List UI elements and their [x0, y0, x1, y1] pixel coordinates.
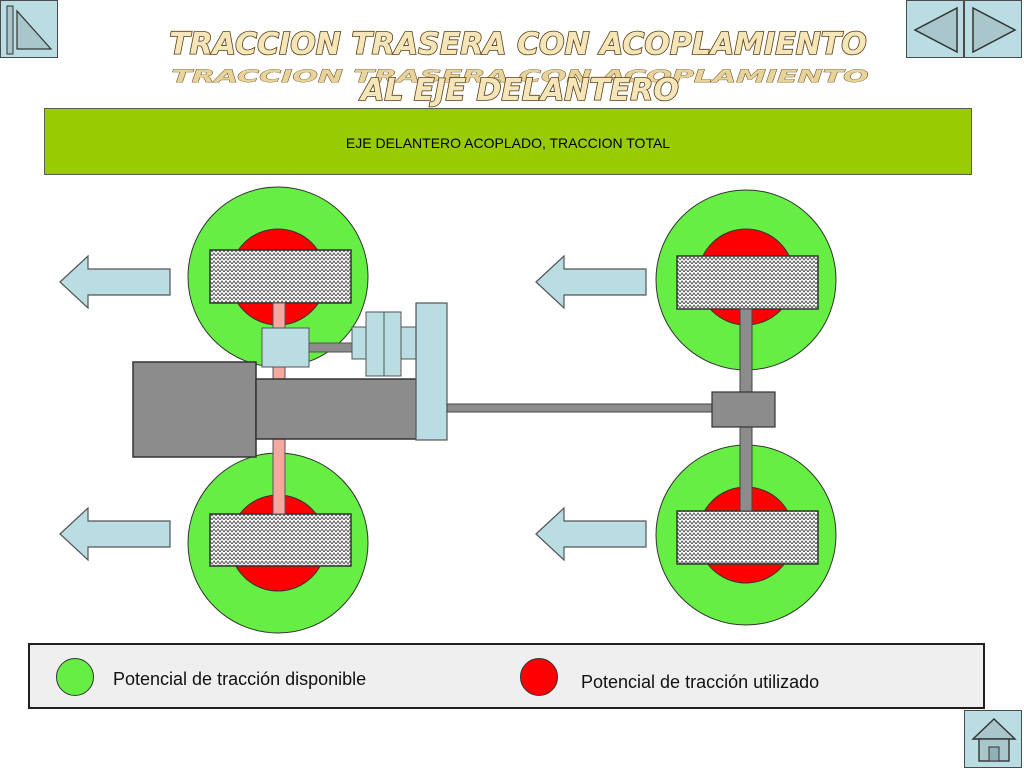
driveshaft — [446, 403, 713, 413]
wheel-rear-right — [187, 452, 369, 634]
arrow-left-icon — [59, 254, 171, 310]
legend: Potencial de tracción disponible Potenci… — [28, 643, 985, 709]
title-line2: AL EJE DELANTERO — [359, 73, 679, 108]
arrow-left-icon — [59, 506, 171, 562]
status-banner: EJE DELANTERO ACOPLADO, TRACCION TOTAL — [44, 108, 972, 175]
used-traction-label: Potencial de tracción utilizado — [581, 672, 820, 692]
drivetrain-diagram — [59, 186, 837, 634]
first-slide-icon — [6, 5, 53, 55]
banner-text: EJE DELANTERO ACOPLADO, TRACCION TOTAL — [345, 135, 671, 151]
rear-differential — [261, 311, 417, 377]
title-line1: TRACCION TRASERA CON ACOPLAMIENTO — [169, 27, 867, 62]
wheel-rear-left — [187, 186, 369, 368]
slide-title: TRACCION TRASERA CON ACOPLAMIENTO TRACCI… — [168, 26, 869, 108]
engine-block — [132, 361, 419, 458]
arrow-left-icon — [535, 506, 647, 562]
title-line1-reflection: TRACCION TRASERA CON ACOPLAMIENTO — [171, 67, 868, 86]
wheel-front-right — [655, 444, 837, 626]
available-traction-label: Potencial de tracción disponible — [113, 669, 367, 689]
front-differential — [711, 391, 776, 428]
available-traction-swatch — [56, 658, 94, 696]
triangle-right-icon — [972, 6, 1017, 54]
arrow-left-icon — [535, 254, 647, 310]
next-slide-button[interactable] — [964, 0, 1022, 58]
home-button[interactable] — [964, 710, 1022, 768]
triangle-left-icon — [913, 6, 958, 54]
previous-slide-button[interactable] — [906, 0, 964, 58]
used-traction-swatch — [520, 658, 558, 696]
wheel-front-left — [655, 189, 837, 371]
transfer-case — [415, 302, 448, 441]
first-slide-button[interactable] — [0, 0, 58, 58]
house-icon — [971, 718, 1017, 762]
